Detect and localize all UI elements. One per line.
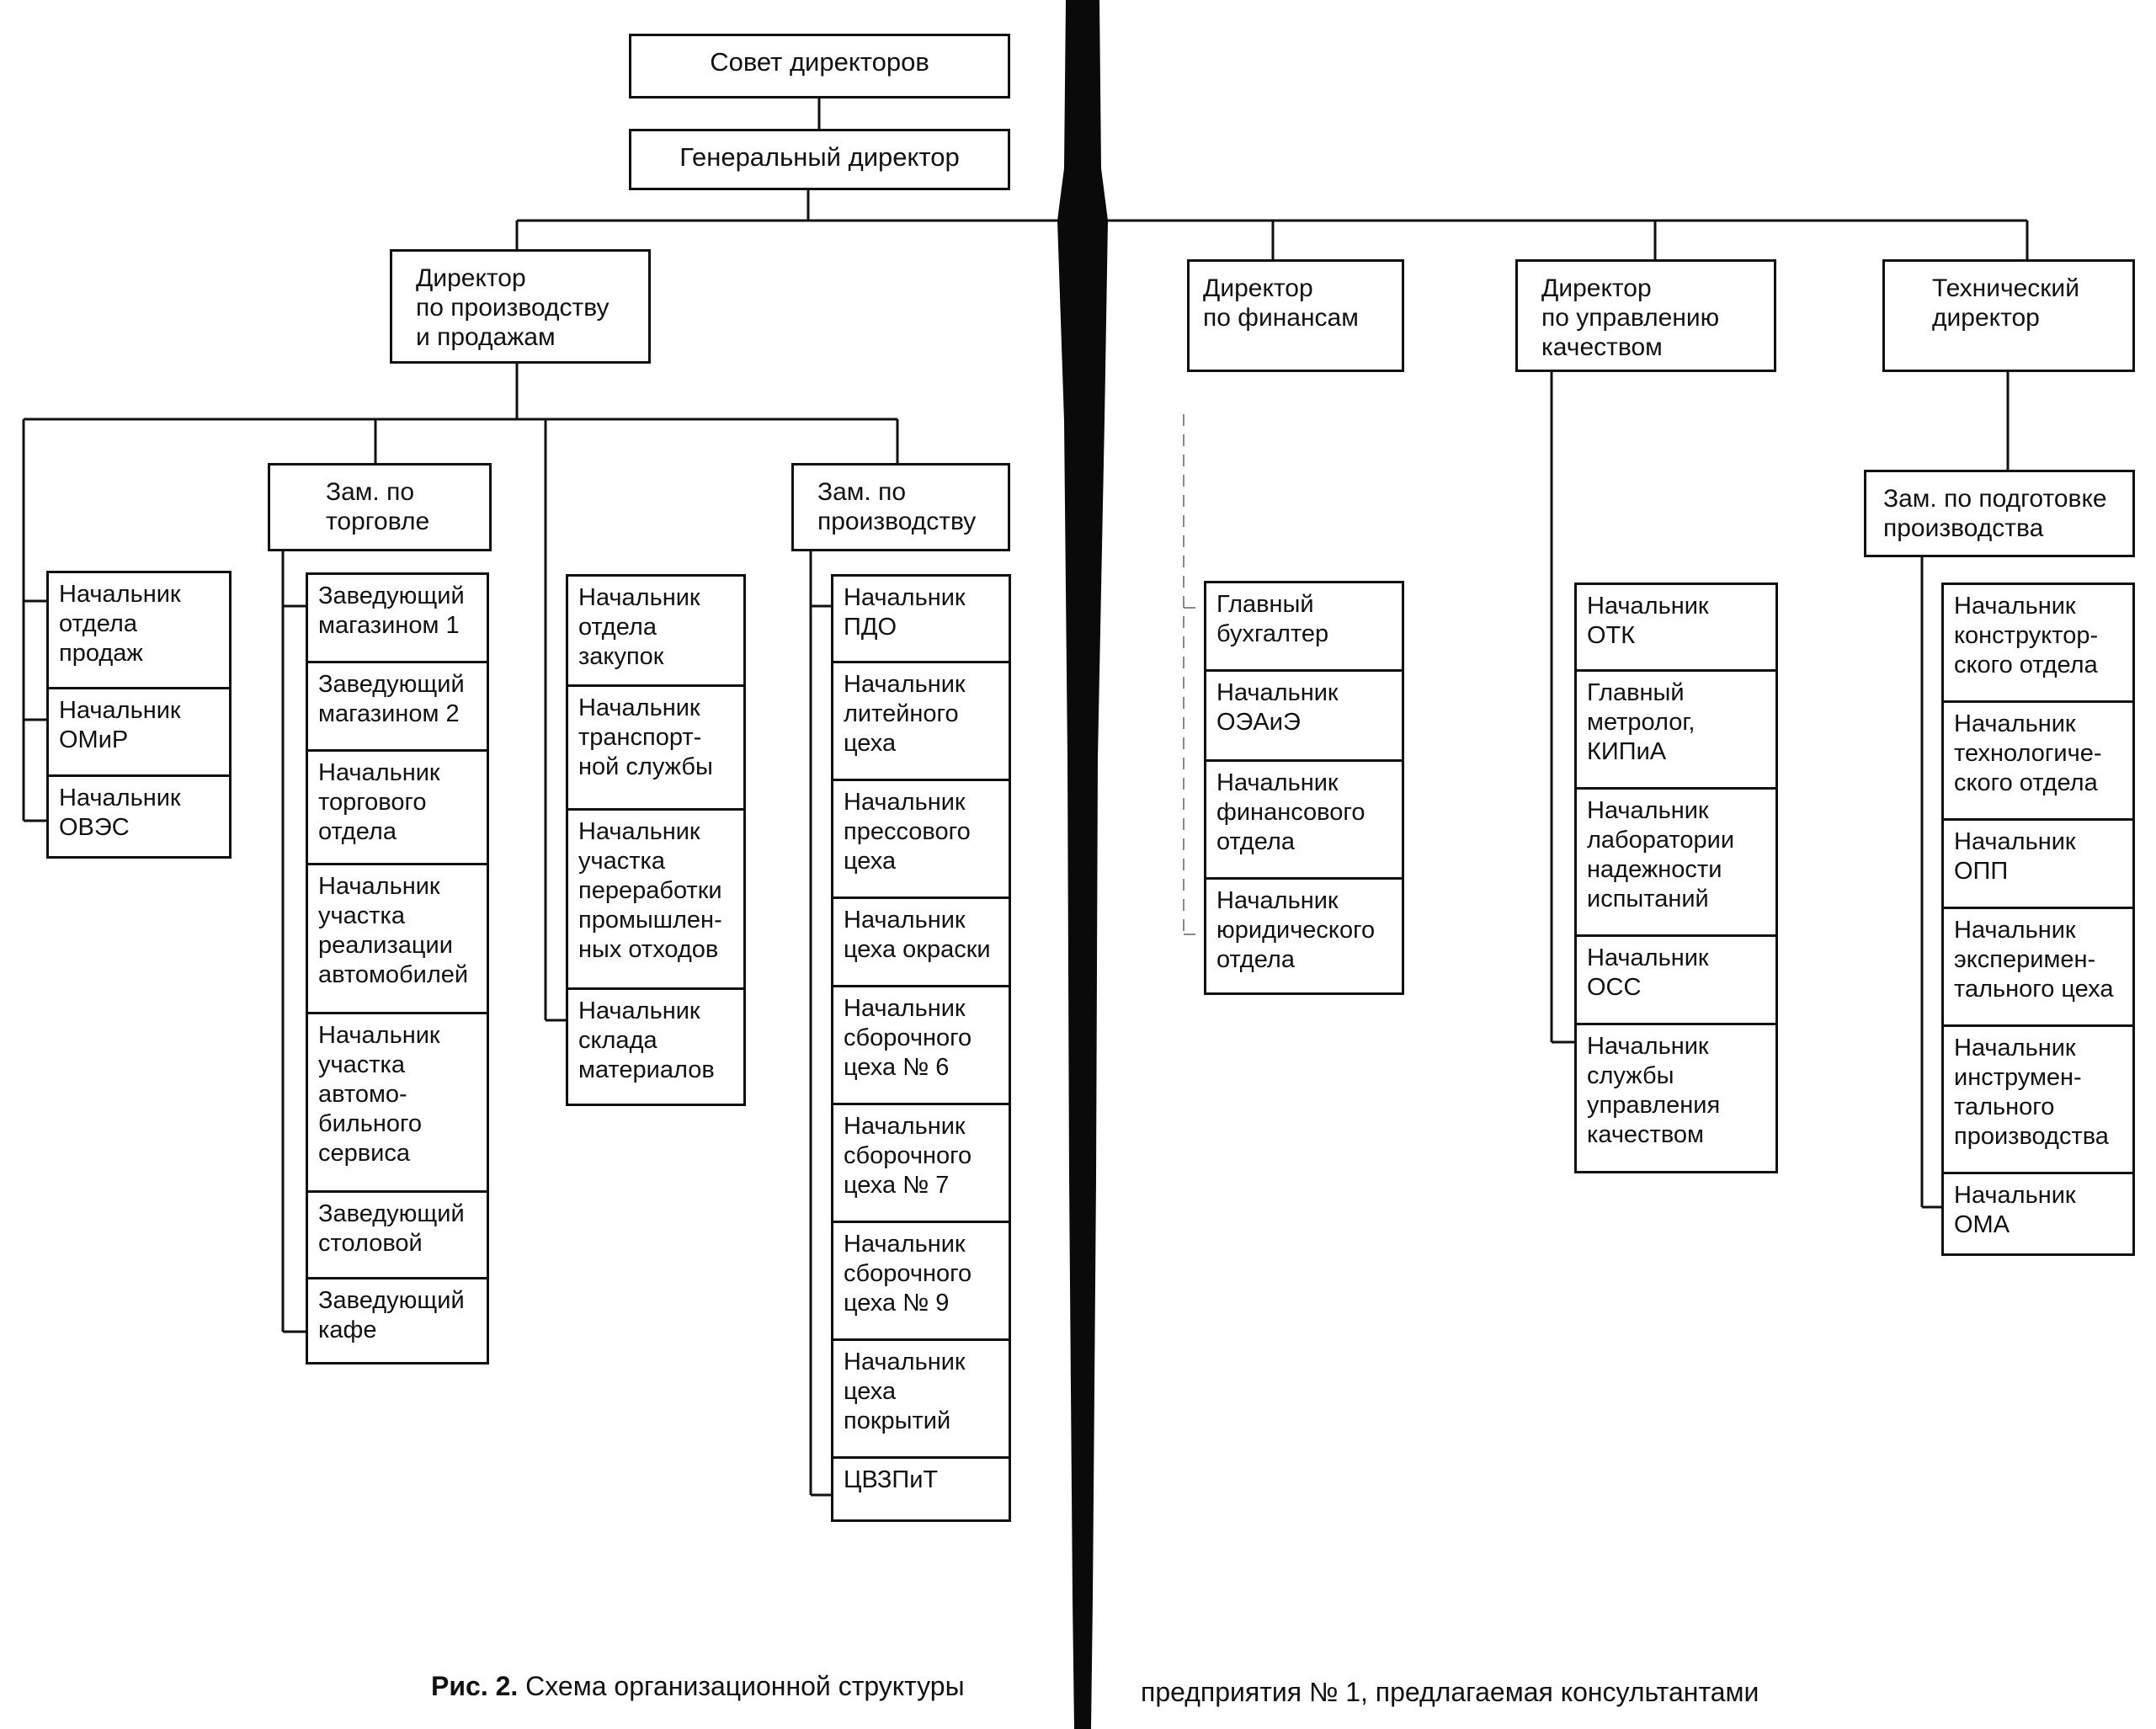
sales-units-stack: Начальник отдела продаж Начальник ОМиР Н… — [46, 571, 232, 859]
unit-legal-dept: Начальник юридического отдела — [1204, 877, 1404, 995]
unit-pdo: Начальник ПДО — [831, 574, 1011, 663]
unit-waste-processing: Начальник участка переработки промышлен-… — [566, 808, 746, 990]
ceo-box: Генеральный директор — [629, 129, 1010, 190]
unit-chief-accountant: Главный бухгалтер — [1204, 581, 1404, 672]
technical-units-stack: Начальник конструктор- ского отдела Нача… — [1941, 583, 2135, 1256]
unit-purchasing: Начальник отдела закупок — [566, 574, 746, 687]
unit-design-dept: Начальник конструктор- ского отдела — [1941, 583, 2135, 703]
purchasing-units-stack: Начальник отдела закупок Начальник транс… — [566, 574, 746, 1106]
deputy-trade-label: Зам. по торговле — [326, 478, 430, 535]
figure-caption-label: Рис. 2. — [431, 1671, 519, 1701]
unit-finance-dept: Начальник финансового отдела — [1204, 759, 1404, 880]
deputy-production-label: Зам. по производству — [817, 478, 977, 535]
deputy-production-prep-box: Зам. по подготовке производства — [1864, 470, 2135, 557]
deputy-trade-box: Зам. по торговле — [268, 463, 492, 551]
figure-caption-continued: предприятия № 1, предлагаемая консультан… — [1141, 1677, 1759, 1708]
unit-tool-production: Начальник инструмен- тального производст… — [1941, 1024, 2135, 1174]
board-of-directors-label: Совет директоров — [710, 47, 929, 77]
unit-metrology: Главный метролог, КИПиА — [1574, 669, 1778, 790]
finance-units-stack: Главный бухгалтер Начальник ОЭАиЭ Началь… — [1204, 581, 1404, 995]
trade-units-stack: Заведующий магазином 1 Заведующий магази… — [306, 572, 489, 1365]
unit-store-2: Заведующий магазином 2 — [306, 661, 489, 752]
director-quality-box: Директор по управлению качеством — [1515, 259, 1776, 372]
technical-director-label: Технический директор — [1932, 274, 2079, 332]
unit-car-sales: Начальник участка реализации автомобилей — [306, 863, 489, 1014]
unit-reliability-lab: Начальник лаборатории надежности испытан… — [1574, 787, 1778, 937]
unit-omir: Начальник ОМиР — [46, 687, 232, 777]
unit-assembly-9: Начальник сборочного цеха № 9 — [831, 1221, 1011, 1341]
director-quality-label: Директор по управлению качеством — [1541, 274, 1720, 361]
figure-caption-text-left: Схема организационной структуры — [525, 1671, 965, 1701]
director-finance-box: Директор по финансам — [1187, 259, 1404, 372]
unit-sales-dept: Начальник отдела продаж — [46, 571, 232, 689]
unit-paint-shop: Начальник цеха окраски — [831, 896, 1011, 987]
unit-oves: Начальник ОВЭС — [46, 774, 232, 859]
unit-canteen: Заведующий столовой — [306, 1190, 489, 1279]
director-production-sales-box: Директор по производству и продажам — [390, 249, 651, 364]
unit-quality-management: Начальник службы управления качеством — [1574, 1023, 1778, 1173]
unit-experimental-shop: Начальник эксперимен- тального цеха — [1941, 907, 2135, 1027]
unit-assembly-6: Начальник сборочного цеха № 6 — [831, 985, 1011, 1105]
unit-assembly-7: Начальник сборочного цеха № 7 — [831, 1103, 1011, 1223]
unit-opp: Начальник ОПП — [1941, 818, 2135, 909]
unit-materials-warehouse: Начальник склада материалов — [566, 987, 746, 1106]
production-units-stack: Начальник ПДО Начальник литейного цеха Н… — [831, 574, 1011, 1522]
unit-press-shop: Начальник прессового цеха — [831, 779, 1011, 899]
ceo-label: Генеральный директор — [679, 142, 960, 172]
unit-store-1: Заведующий магазином 1 — [306, 572, 489, 663]
director-finance-label: Директор по финансам — [1203, 274, 1359, 332]
figure-caption: Рис. 2. Схема организационной структуры — [431, 1671, 965, 1702]
director-production-sales-label: Директор по производству и продажам — [416, 264, 610, 351]
unit-technology-dept: Начальник технологиче- ского отдела — [1941, 700, 2135, 821]
technical-director-box: Технический директор — [1882, 259, 2135, 372]
unit-oss: Начальник ОСС — [1574, 934, 1778, 1025]
unit-foundry: Начальник литейного цеха — [831, 661, 1011, 781]
deputy-production-box: Зам. по производству — [791, 463, 1010, 551]
unit-coating-shop: Начальник цеха покрытий — [831, 1338, 1011, 1459]
unit-cvzpit: ЦВЗПиТ — [831, 1456, 1011, 1522]
unit-cafe: Заведующий кафе — [306, 1277, 489, 1365]
deputy-production-prep-label: Зам. по подготовке производства — [1883, 485, 2107, 542]
unit-car-service: Начальник участка автомо- бильного серви… — [306, 1012, 489, 1193]
board-of-directors-box: Совет директоров — [629, 34, 1010, 98]
figure-caption-text-right: предприятия № 1, предлагаемая консультан… — [1141, 1677, 1759, 1707]
unit-oeaie: Начальник ОЭАиЭ — [1204, 669, 1404, 762]
unit-oma: Начальник ОМА — [1941, 1172, 2135, 1256]
quality-units-stack: Начальник ОТК Главный метролог, КИПиА На… — [1574, 583, 1778, 1173]
unit-otk: Начальник ОТК — [1574, 583, 1778, 672]
unit-transport: Начальник транспорт- ной службы — [566, 684, 746, 811]
unit-trade-dept: Начальник торгового отдела — [306, 749, 489, 865]
scan-seam-shadow — [1057, 0, 1108, 1729]
